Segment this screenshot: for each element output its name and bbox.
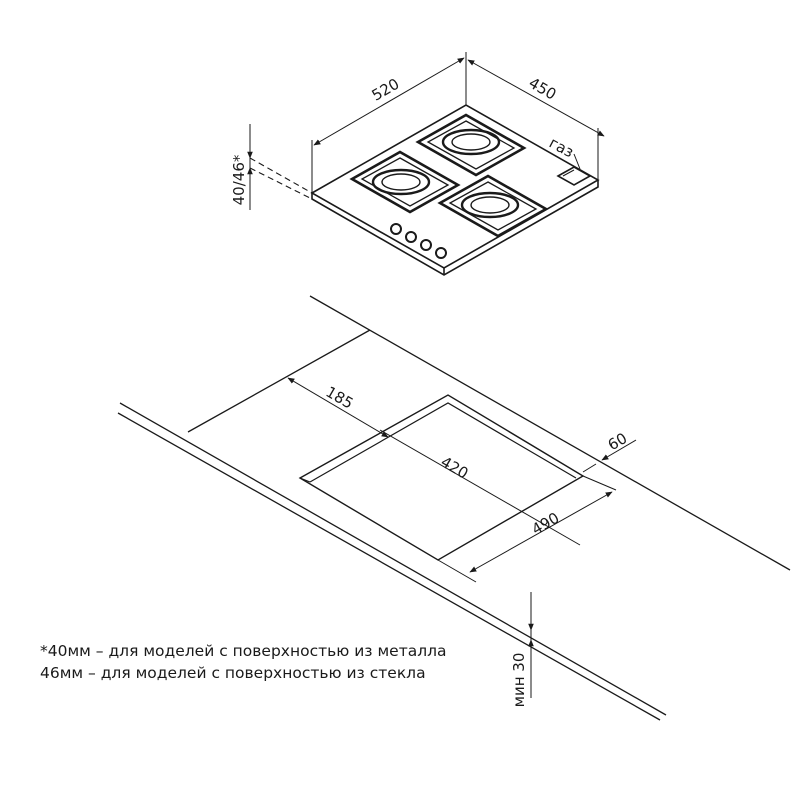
hob-depth-label: 450 bbox=[526, 74, 560, 104]
counter-bottom-front-edge bbox=[117, 412, 661, 721]
cutout-depth-label: 490 bbox=[529, 509, 563, 539]
hob-width-label: 520 bbox=[369, 75, 403, 105]
control-knobs bbox=[390, 223, 447, 259]
cutout-rear-offset-label: 60 bbox=[605, 429, 631, 454]
hob-height-label: 40/46* bbox=[230, 154, 248, 205]
footnotes: *40мм – для моделей с поверхностью из ме… bbox=[40, 640, 447, 684]
counter-back-edge bbox=[309, 295, 791, 571]
gas-leader-line bbox=[573, 153, 581, 170]
counter-top-front-edge bbox=[119, 402, 667, 716]
gas-connector bbox=[556, 166, 592, 186]
footnote-metal: *40мм – для моделей с поверхностью из ме… bbox=[40, 642, 447, 660]
footnote-glass: 46мм – для моделей с поверхностью из сте… bbox=[40, 664, 426, 682]
depth-dimension-line bbox=[467, 59, 605, 137]
gas-label: газ bbox=[546, 134, 577, 162]
cutout-width-label: 420 bbox=[438, 453, 472, 483]
grate-front bbox=[437, 174, 549, 238]
cutout-depth-dimension-line bbox=[469, 491, 613, 573]
counter-side-edge bbox=[187, 329, 371, 433]
min-thickness-label: мин 30 bbox=[510, 653, 528, 708]
grate-left bbox=[349, 150, 461, 214]
hob-illustration: газ 520 450 40/46* bbox=[230, 52, 605, 276]
width-dimension-line bbox=[313, 57, 465, 146]
